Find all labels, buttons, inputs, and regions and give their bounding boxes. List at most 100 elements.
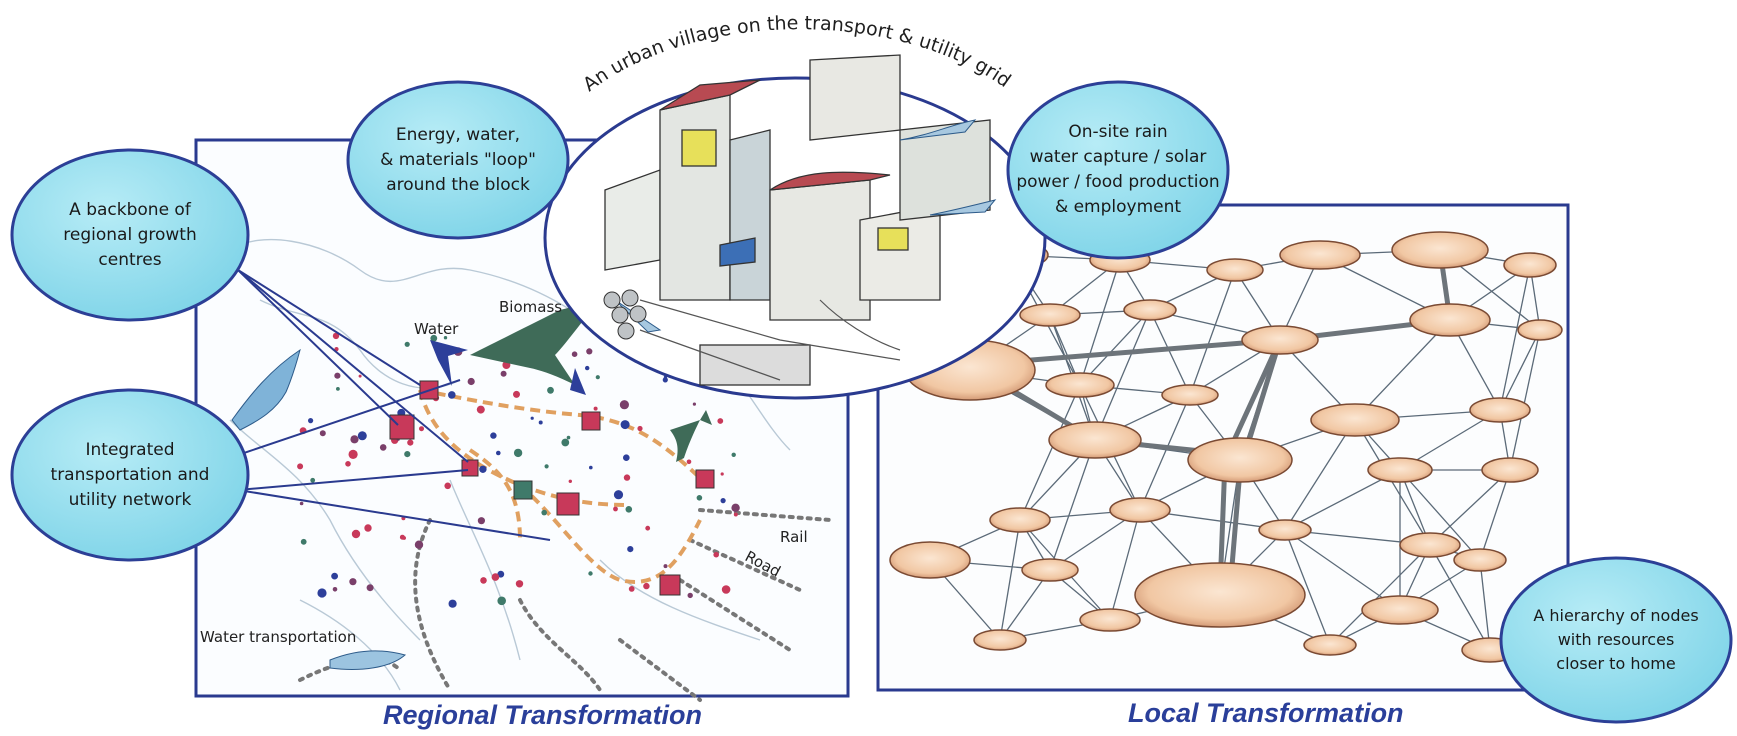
map-dot: [357, 431, 367, 441]
map-dot: [310, 477, 316, 483]
callout-line: around the block: [386, 174, 530, 195]
callout-line: regional growth: [63, 224, 197, 245]
map-dot: [513, 390, 520, 398]
map-dot: [717, 418, 724, 424]
callout-line: with resources: [1557, 630, 1675, 649]
map-dot: [351, 529, 361, 539]
map-dot: [319, 430, 326, 437]
growth-centre: [581, 411, 601, 431]
growth-centre: [389, 414, 415, 440]
map-dot: [566, 435, 571, 440]
mesh-link: [1079, 259, 1121, 386]
map-dot: [479, 465, 487, 473]
map-dot: [300, 538, 307, 545]
mesh-link: [1329, 544, 1431, 646]
map-dot: [358, 374, 362, 378]
map-dot: [585, 365, 590, 371]
map-dot: [332, 332, 340, 340]
map-dot: [595, 375, 600, 380]
mesh-link: [1354, 419, 1431, 546]
mesh-link: [1019, 384, 1081, 521]
map-dot: [586, 348, 593, 355]
map-dot: [613, 506, 618, 512]
fish-icon: [231, 348, 301, 431]
map-dot: [345, 461, 351, 467]
map-dot: [364, 524, 372, 532]
resource-node: [1279, 240, 1361, 270]
mesh-link: [1399, 469, 1481, 561]
map-dot: [513, 448, 523, 458]
mesh-link: [1189, 269, 1236, 396]
mesh-link: [1049, 439, 1096, 571]
mesh-link: [1284, 529, 1331, 646]
resource-node: [1409, 303, 1491, 337]
mesh-link: [1499, 329, 1541, 411]
callout-line: power / food production: [1016, 172, 1220, 192]
resource-node: [1079, 608, 1141, 632]
local-panel: [876, 203, 1570, 692]
map-dot: [544, 464, 549, 469]
map-dot: [568, 479, 572, 483]
village-streets: [639, 299, 901, 381]
map-dot: [497, 596, 507, 606]
map-dot: [637, 425, 643, 432]
mesh-link: [1429, 544, 1491, 651]
growth-centre: [659, 574, 681, 596]
label-rail: Rail: [780, 528, 808, 546]
map-dot: [297, 463, 304, 470]
label-water: Water: [414, 320, 459, 338]
resource-node: [889, 541, 971, 579]
mesh-link: [999, 569, 1051, 641]
resource-node: [1019, 303, 1081, 327]
blue-arrow-small: [570, 368, 586, 395]
label-water-transportation: Water transportation: [200, 628, 357, 646]
resource-node: [1045, 372, 1115, 398]
resource-node: [1503, 252, 1557, 278]
callout-energy-text: Energy, water, & materials "loop" around…: [355, 116, 561, 204]
map-dot: [623, 454, 630, 462]
resource-node: [1453, 548, 1507, 572]
bubble-onsite: [1006, 80, 1230, 260]
regional-arrows: [231, 300, 712, 670]
callout-line: & employment: [1054, 197, 1182, 217]
map-dot: [404, 451, 411, 458]
regional-growth-centres: [389, 380, 715, 596]
map-dot: [645, 525, 651, 531]
resource-node: [1517, 319, 1563, 341]
resource-node: [1161, 384, 1219, 406]
mesh-link: [1479, 559, 1491, 651]
map-dot: [497, 570, 505, 578]
mesh-link: [1509, 329, 1541, 471]
map-dot: [448, 599, 457, 608]
map-dot: [467, 377, 475, 386]
map-dot: [308, 418, 314, 424]
map-dot: [404, 341, 410, 347]
map-dot: [623, 474, 631, 481]
boat-icon: [329, 650, 407, 670]
resource-node: [1303, 634, 1357, 656]
biomass-arrow-small: [670, 410, 712, 462]
callout-connector-lines: [237, 269, 551, 541]
mesh-link: [1354, 319, 1451, 421]
resource-node: [973, 629, 1027, 651]
resource-node: [1021, 558, 1079, 582]
map-dot: [530, 416, 534, 420]
callout-backbone-text: A backbone of regional growth centres: [22, 190, 238, 280]
map-dot: [692, 402, 697, 406]
map-dot: [379, 444, 387, 451]
callout-onsite-text: On-site rain water capture / solar power…: [1008, 118, 1228, 222]
callout-line: utility network: [68, 489, 192, 510]
mesh-link: [1284, 529, 1401, 611]
growth-centre: [461, 459, 479, 477]
callout-line: water capture / solar: [1029, 147, 1207, 167]
resource-node: [1109, 497, 1171, 523]
mesh-link: [999, 519, 1021, 641]
village-buildings: [604, 54, 991, 386]
map-dot: [348, 449, 358, 459]
map-dot: [713, 551, 719, 558]
resource-node: [1361, 595, 1439, 625]
bubble-backbone: [10, 148, 250, 322]
map-dot: [538, 420, 543, 425]
map-dot: [561, 438, 570, 447]
